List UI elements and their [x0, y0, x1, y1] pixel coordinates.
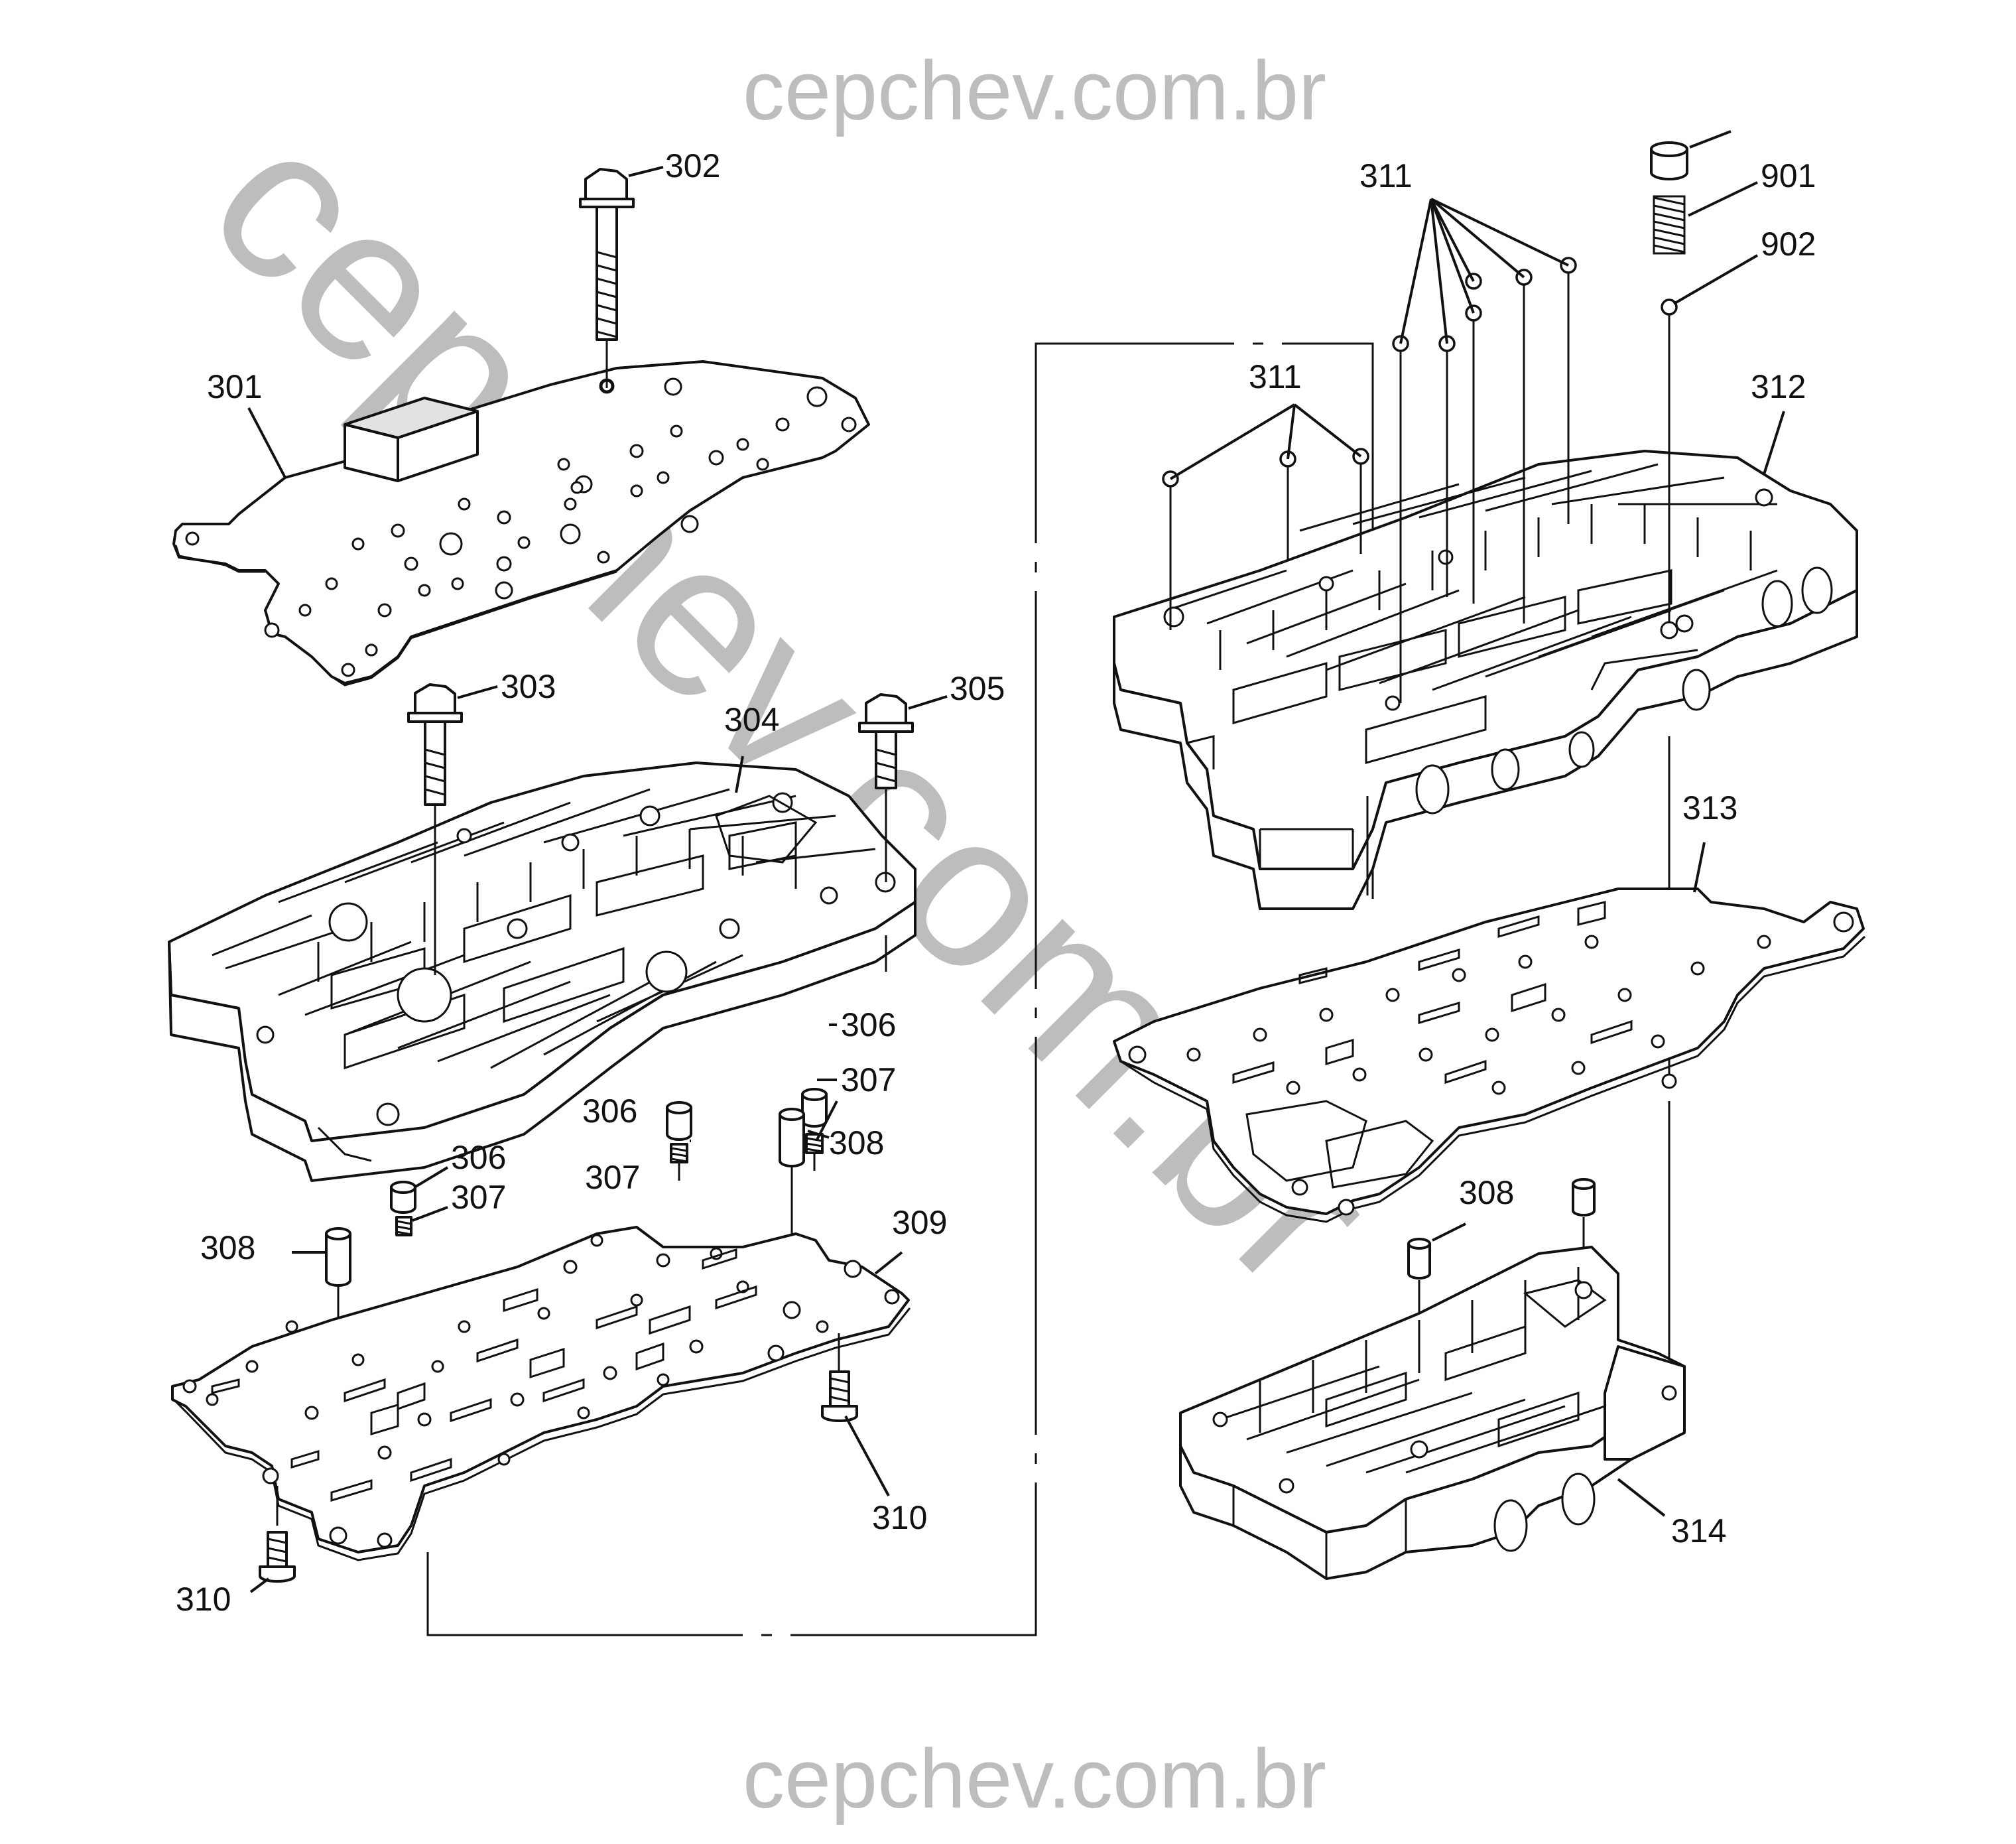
part-306-plug-c [390, 1181, 416, 1214]
callout-901: 901 [1761, 157, 1816, 194]
watermark-bottom: cepchev.com.br [743, 1732, 1326, 1825]
callout-310-a: 310 [872, 1499, 927, 1536]
callout-313: 313 [1682, 789, 1737, 826]
callout-303: 303 [501, 668, 556, 705]
callout-310-b: 310 [176, 1581, 231, 1618]
part-310-bolt-b [259, 1486, 296, 1583]
part-307-spring-a [805, 1133, 824, 1171]
leader-lines [247, 130, 1785, 1593]
part-310-bolt-a [821, 1333, 858, 1422]
part-901-spring [1650, 141, 1688, 255]
callout-302: 302 [665, 147, 720, 184]
callout-312: 312 [1751, 368, 1806, 405]
callout-307-a: 307 [841, 1061, 896, 1098]
callout-307-c: 307 [451, 1179, 506, 1216]
callout-306-c: 306 [451, 1139, 506, 1176]
assembly-bracket-line [426, 342, 1374, 1636]
callout-304: 304 [724, 701, 779, 738]
callout-307-b: 307 [585, 1159, 640, 1196]
part-314-valve-body [1179, 1246, 1686, 1580]
part-306-plug-a [801, 1088, 828, 1128]
part-307-spring-b [670, 1143, 688, 1181]
part-307-spring-c [395, 1216, 412, 1236]
callout-309: 309 [892, 1204, 947, 1241]
callout-311-b: 311 [1249, 358, 1302, 395]
callout-306-a: 306 [841, 1006, 896, 1043]
callout-308-a: 308 [829, 1124, 884, 1161]
callout-308-b: 308 [200, 1229, 255, 1266]
callout-311-a: 311 [1359, 157, 1413, 194]
part-304-valve-body [168, 761, 916, 1182]
part-313-spacer-plate [1113, 888, 1866, 1223]
part-305-bolt [858, 693, 914, 972]
part-309-spacer-plate [171, 1226, 911, 1561]
watermark-top: cepchev.com.br [743, 44, 1326, 137]
callout-902: 902 [1761, 226, 1816, 263]
callout-314: 314 [1671, 1512, 1726, 1549]
callout-301: 301 [207, 368, 262, 405]
callout-308-c: 308 [1459, 1174, 1514, 1211]
callout-306-b: 306 [582, 1092, 637, 1130]
part-312-valve-body [1113, 450, 1858, 910]
part-302-bolt [579, 168, 635, 388]
callout-305: 305 [950, 670, 1005, 707]
part-301-spacer-plate [172, 360, 870, 687]
part-306-plug-b [666, 1101, 692, 1141]
part-303-bolt [407, 683, 463, 975]
